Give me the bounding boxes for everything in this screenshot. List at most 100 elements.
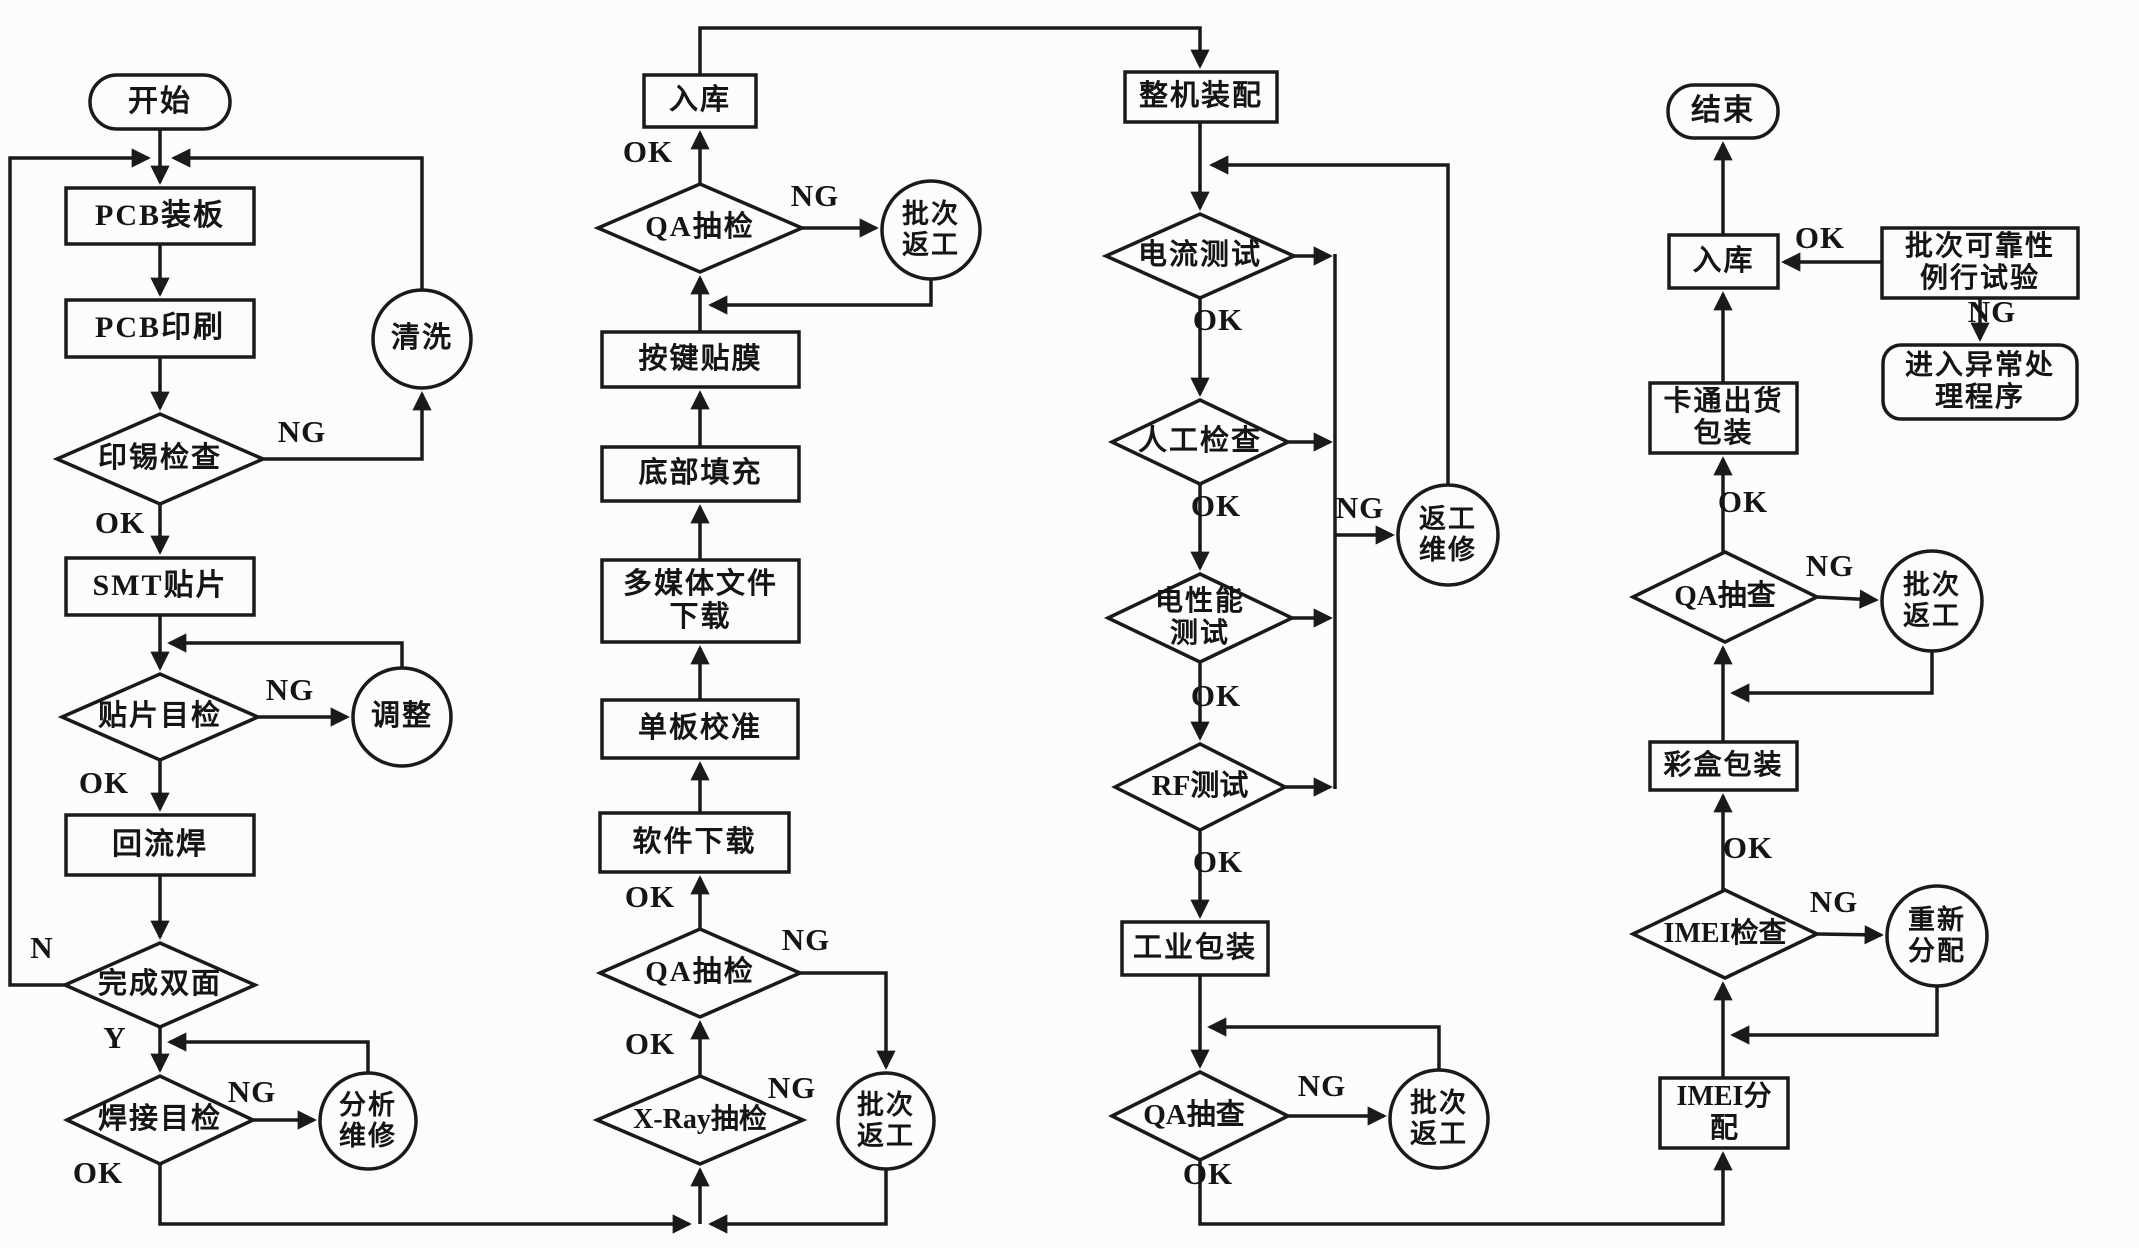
edge-label-qa2-ok: OK [624,879,676,914]
node-pcb-mount: PCB装板 [95,198,225,232]
software-download-shape [598,811,791,874]
current-test-shape [1101,212,1299,300]
qa-spot1-shape [1108,1070,1292,1162]
edge-label-imei-ng: NG [1809,884,1859,919]
node-weld-inspect: 焊接目检 [97,1103,222,1136]
edge-label-xray-ng: NG [767,1070,817,1105]
double-side-shape [60,941,260,1029]
node-media-download: 多媒体文件 下载 [622,567,778,633]
pcb-print-shape [64,298,256,359]
node-electrical-test: 电性能 测试 [1154,586,1245,649]
edge-label-solder-ok: OK [94,505,146,540]
node-reflow: 回流焊 [112,827,208,861]
keypad-film-shape [600,330,801,389]
xray-check-shape [592,1074,808,1166]
edge-label-mount-ng: NG [265,672,315,707]
edge-label-imei-ok: OK [1722,830,1774,865]
edge-label-qa1-ng: NG [790,178,840,213]
reflow-shape [64,813,256,877]
node-rf-test: RF测试 [1151,770,1249,803]
edge-label-weld-ng: NG [227,1074,277,1109]
pcb-mount-shape [64,186,256,246]
edge-label-rel-ok: OK [1794,220,1846,255]
node-clean: 清洗 [390,322,453,355]
node-storage1: 入库 [668,84,731,117]
node-rework-repair: 返工 维修 [1419,504,1477,565]
electrical-test-shape [1103,572,1297,664]
batch-rework2-shape [836,1071,936,1171]
weld-inspect-shape [62,1074,258,1166]
batch-rework4-shape [1880,549,1984,653]
batch-rework3-shape [1388,1068,1490,1170]
edge-label-rel-ng: NG [1967,294,2017,329]
board-calib-shape [600,698,800,760]
node-qa-spot2: QA抽查 [1674,580,1776,613]
node-smt: SMT贴片 [92,569,228,603]
edge-label-rf-ok: OK [1192,844,1244,879]
industrial-pack-shape [1120,920,1270,977]
imei-assign-shape [1658,1076,1790,1150]
node-keypad-film: 按键贴膜 [638,342,763,375]
media-download-shape [600,558,801,644]
node-imei-check: IMEI检查 [1663,918,1787,950]
color-box-pack-shape [1648,740,1799,792]
node-xray-check: X-Ray抽检 [633,1104,767,1136]
edge-label-solder-ng: NG [277,414,327,449]
solder-check-shape [52,412,268,506]
edge-label-qa4-ng: NG [1805,548,1855,583]
end-shape [1666,83,1780,140]
node-adjust: 调整 [370,700,433,733]
edge-label-bus-ng: NG [1335,490,1385,525]
qa-check2-shape [595,927,805,1019]
node-double-side: 完成双面 [97,968,222,1001]
edge-label-qa3-ok: OK [1182,1156,1234,1191]
edge-label-double-n: N [30,930,54,965]
edge-label-qa2-ng: NG [781,922,831,957]
node-storage2: 入库 [1692,244,1755,277]
node-reliability-test: 批次可靠性 例行试验 [1904,231,2055,294]
clean-shape [371,288,473,390]
edge-label-manual-ok: OK [1190,488,1242,523]
node-pcb-print: PCB印刷 [95,311,225,345]
node-batch-rework1: 批次 返工 [902,199,960,260]
node-qa-check2: QA抽检 [645,956,755,989]
reliability-test-shape [1880,226,2080,300]
node-carton-pack: 卡通出货 包装 [1663,386,1784,449]
assembly-shape [1123,70,1279,124]
connector-lines [8,26,1990,1234]
node-end: 结束 [1691,94,1755,128]
node-start: 开始 [128,84,192,118]
node-software-download: 软件下载 [632,825,757,858]
edge-label-double-y: Y [103,1020,127,1055]
node-batch-rework3: 批次 返工 [1410,1088,1468,1149]
node-imei-assign: IMEI分 配 [1676,1081,1772,1144]
node-reassign: 重新 分配 [1908,905,1966,966]
start-shape [88,73,232,131]
edge-label-qa1-ok: OK [622,134,674,169]
edge-label-current-ok: OK [1192,302,1244,337]
underfill-shape [600,445,801,503]
batch-rework1-shape [880,179,982,281]
node-batch-rework2: 批次 返工 [857,1090,915,1151]
edge-label-mount-ok: OK [78,765,130,800]
edge-label-qa3-ng: NG [1297,1068,1347,1103]
node-solder-check: 印锡检查 [97,442,222,475]
node-qa-check1: QA抽检 [645,211,755,244]
mount-inspect-shape [57,672,263,762]
edge-label-elec-ok: OK [1190,678,1242,713]
qa-check1-shape [593,182,807,274]
node-assembly: 整机装配 [1138,80,1263,113]
node-batch-rework4: 批次 返工 [1903,570,1961,631]
node-mount-inspect: 贴片目检 [97,700,222,733]
analyze-repair-shape [318,1071,418,1171]
node-board-calib: 单板校准 [637,712,762,745]
storage2-shape [1667,233,1780,290]
reassign-shape [1885,884,1989,988]
adjust-shape [351,666,453,768]
edge-label-qa4-ok: OK [1717,484,1769,519]
edge-label-xray-ok: OK [624,1026,676,1061]
node-abnormal-process: 进入异常处 理程序 [1904,350,2055,413]
node-current-test: 电流测试 [1137,239,1262,272]
